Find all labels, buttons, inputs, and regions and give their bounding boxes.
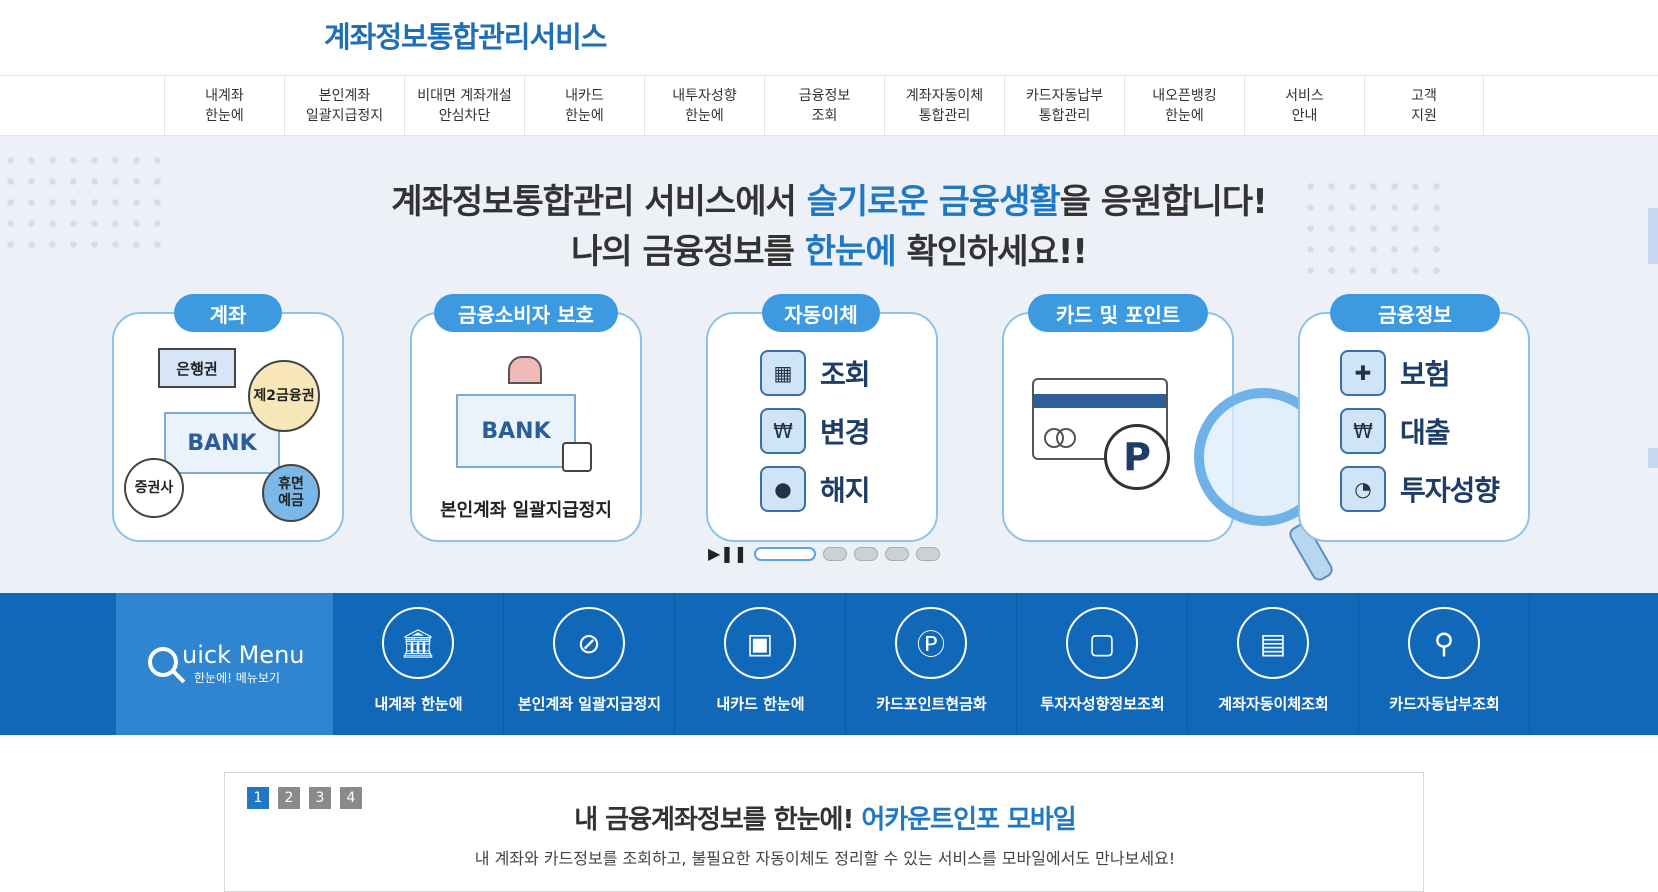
quick-menu-title: uick Menu 한눈에! 메뉴보기 [116,593,333,735]
hero-headline: 계좌정보통합관리 서비스에서 슬기로운 금융생활을 응원합니다! [391,182,1267,222]
nav-item-my-accounts[interactable]: 내계좌 한눈에 [164,76,284,136]
card-points[interactable]: P [1002,312,1234,542]
shield-icon: ✚ [1340,350,1386,396]
card-label-account: 계좌 [174,294,282,332]
nav-item-auto-transfer[interactable]: 계좌자동이체 통합관리 [884,76,1004,136]
card-label-autotransfer: 자동이체 [762,294,880,332]
slide-dot[interactable] [754,546,817,561]
card-protection[interactable]: BANK 본인계좌 일괄지급정지 [410,312,642,542]
slide-dot[interactable] [823,546,848,561]
slide-dot[interactable] [885,546,910,561]
side-tab [1648,208,1658,264]
banner-pagination: 1 2 3 4 [247,787,362,809]
decor-dots [0,150,170,260]
banner-page-4[interactable]: 4 [340,787,362,809]
quick-item-my-cards[interactable]: ▣ 내카드 한눈에 [675,593,846,735]
monitor-search-icon: ▢ [1066,607,1138,679]
nav-item-nonface-block[interactable]: 비대면 계좌개설 안심차단 [404,76,524,136]
bubble-bank: 은행권 [158,348,236,388]
slide-dot[interactable] [916,546,941,561]
bubble-second-tier: 제2금융권 [248,360,320,432]
banner-subtitle: 내 계좌와 카드정보를 조회하고, 불필요한 자동이체도 정리할 수 있는 서비… [474,849,1176,868]
money-hand-icon: ₩ [1340,408,1386,454]
bubble-dormant: 휴면 예금 [262,464,320,522]
quick-item-auto-transfer[interactable]: ▤ 계좌자동이체조회 [1188,593,1359,735]
slider-controls: ▶❚❚ [708,544,941,563]
info-row-insurance: ✚ 보험 [1340,350,1451,396]
site-logo[interactable]: 계좌정보통합관리서비스 [324,20,607,54]
main-nav: 내계좌 한눈에 본인계좌 일괄지급정지 비대면 계좌개설 안심차단 내카드 한눈… [0,76,1658,136]
quick-item-my-accounts[interactable]: 🏛 내계좌 한눈에 [333,593,504,735]
exchange-icon: ₩ [760,408,806,454]
bill-icon: ▤ [1237,607,1309,679]
side-tab [1648,448,1658,468]
card-label-protection: 금융소비자 보호 [434,294,618,332]
header: 계좌정보통합관리서비스 [0,0,1658,76]
autotransfer-row-change: ₩ 변경 [760,408,871,454]
play-pause-icon[interactable]: ▶❚❚ [708,544,748,563]
card-financial-info[interactable]: ✚ 보험 ₩ 대출 ◔ 투자성향 [1298,312,1530,542]
banner-page-3[interactable]: 3 [309,787,331,809]
quick-menu-heading: uick Menu [182,641,305,669]
nav-item-investment[interactable]: 내투자성향 한눈에 [644,76,764,136]
bank-graphic: BANK [456,394,576,468]
card-point-icon: Ⓟ [895,607,967,679]
nav-item-customer-support[interactable]: 고객 지원 [1364,76,1484,136]
pie-chart-icon: ◔ [1340,466,1386,512]
quick-menu: uick Menu 한눈에! 메뉴보기 🏛 내계좌 한눈에 ⊘ 본인계좌 일괄지… [0,593,1658,735]
card-caption: 본인계좌 일괄지급정지 [440,500,612,521]
banner-page-1[interactable]: 1 [247,787,269,809]
quick-item-point-cash[interactable]: Ⓟ 카드포인트현금화 [846,593,1017,735]
quick-item-investor-profile[interactable]: ▢ 투자자성향정보조회 [1017,593,1188,735]
card-label-points: 카드 및 포인트 [1028,294,1208,332]
piggy-bank-icon: ● [760,466,806,512]
nav-item-service-guide[interactable]: 서비스 안내 [1244,76,1364,136]
quick-item-payment-stop[interactable]: ⊘ 본인계좌 일괄지급정지 [504,593,675,735]
info-row-loan: ₩ 대출 [1340,408,1451,454]
hero-subheadline: 나의 금융정보를 한눈에 확인하세요!! [571,232,1088,272]
nav-item-financial-info[interactable]: 금융정보 조회 [764,76,884,136]
banner-page-2[interactable]: 2 [278,787,300,809]
search-icon [148,647,178,677]
nav-item-my-cards[interactable]: 내카드 한눈에 [524,76,644,136]
document-icon: ▦ [760,350,806,396]
hero-banner: 계좌정보통합관리 서비스에서 슬기로운 금융생활을 응원합니다! 나의 금융정보… [0,136,1658,593]
decor-dots [1300,176,1450,286]
card-block-icon: ⊘ [553,607,625,679]
nav-item-open-banking[interactable]: 내오픈뱅킹 한눈에 [1124,76,1244,136]
lock-icon [562,442,592,472]
autotransfer-row-inquiry: ▦ 조회 [760,350,871,396]
mobile-banner: 1 2 3 4 내 금융계좌정보를 한눈에! 어카운트인포 모바일 내 계좌와 … [224,772,1424,892]
banner-title: 내 금융계좌정보를 한눈에! 어카운트인포 모바일 [574,805,1076,835]
quick-item-card-autopay[interactable]: ⚲ 카드자동납부조회 [1359,593,1530,735]
card-touch-icon: ▣ [724,607,796,679]
bubble-securities: 증권사 [124,458,184,518]
card-search-icon: ⚲ [1408,607,1480,679]
card-account[interactable]: 은행권 BANK 제2금융권 증권사 휴면 예금 [112,312,344,542]
quick-menu-subheading: 한눈에! 메뉴보기 [194,671,280,685]
card-autotransfer[interactable]: ▦ 조회 ₩ 변경 ● 해지 [706,312,938,542]
slide-dot[interactable] [854,546,879,561]
alarm-icon [508,356,542,384]
autotransfer-row-cancel: ● 해지 [760,466,871,512]
bank-building-icon: 🏛 [382,607,454,679]
nav-item-payment-stop[interactable]: 본인계좌 일괄지급정지 [284,76,404,136]
info-row-investment: ◔ 투자성향 [1340,466,1500,512]
point-coin-icon: P [1104,424,1170,490]
nav-item-card-autopay[interactable]: 카드자동납부 통합관리 [1004,76,1124,136]
card-label-financial-info: 금융정보 [1330,294,1500,332]
